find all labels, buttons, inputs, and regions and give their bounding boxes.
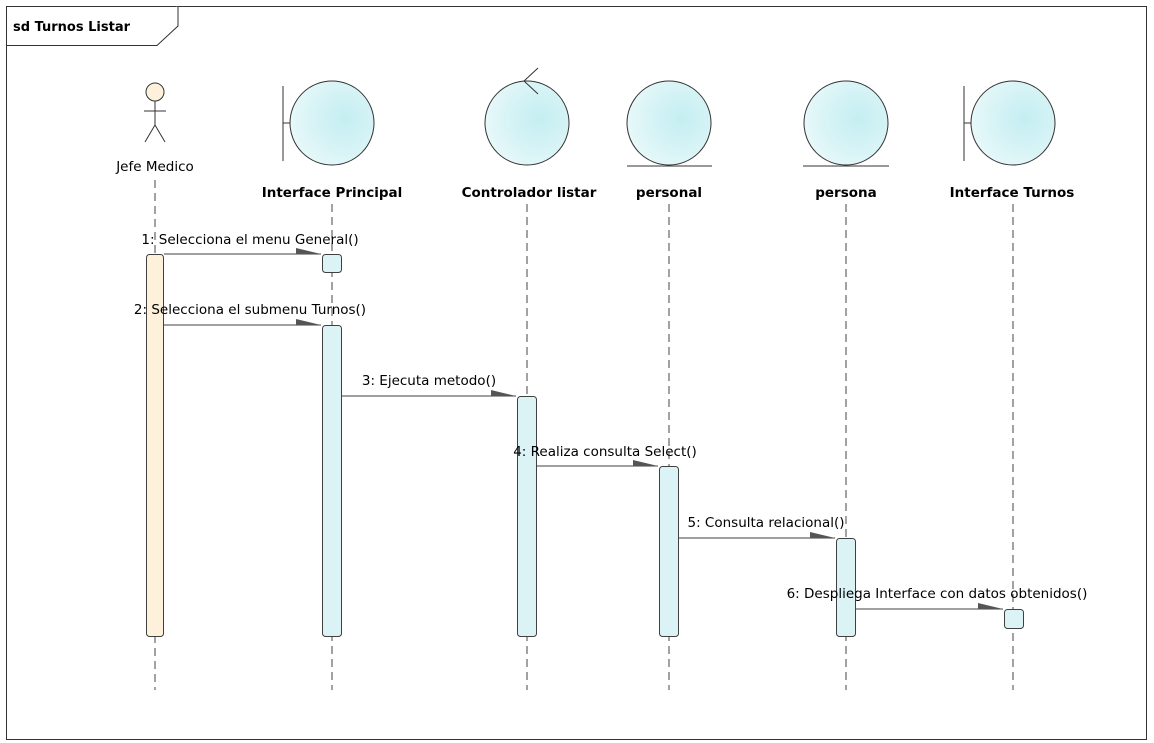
activation-iprincipal-1 [322,254,342,273]
message-6-label: 6: Despliega Interface con datos obtenid… [787,586,1088,602]
lifeline-controlador-label: Controlador listar [462,185,597,201]
message-3-label: 3: Ejecuta metodo() [362,373,496,389]
message-5: 5: Consulta relacional() [679,515,845,539]
message-3: 3: Ejecuta metodo() [342,373,516,397]
activations [146,254,1024,637]
boundary-icon [282,80,375,166]
lifeline-iturnos: Interface Turnos [950,80,1075,201]
activation-controlador [517,396,537,637]
lifeline-iprincipal-label: Interface Principal [262,185,403,201]
activation-iprincipal-2 [322,325,342,637]
activation-personal [659,466,679,637]
lifeline-jefe-label: Jefe Medico [115,159,194,175]
control-icon [484,67,570,166]
message-2-label: 2: Selecciona el submenu Turnos() [134,302,366,318]
lifeline-iturnos-label: Interface Turnos [950,185,1075,201]
activation-jefe [146,254,164,637]
activation-iturnos [1004,609,1024,629]
entity-icon [626,80,712,167]
message-5-label: 5: Consulta relacional() [688,515,845,531]
lifeline-personal: personal [626,80,712,201]
frame-title-tab [6,6,179,46]
actor-icon [144,82,166,143]
entity-icon [803,80,889,167]
lifeline-controlador: Controlador listar [462,67,597,201]
messages: 1: Selecciona el menu General() 2: Selec… [134,232,1088,610]
lifeline-iprincipal: Interface Principal [262,80,403,201]
lifeline-persona-label: persona [815,185,877,201]
lifeline-persona: persona [803,80,889,201]
message-1-label: 1: Selecciona el menu General() [141,232,358,248]
activation-persona [836,538,856,637]
lifeline-jefe: Jefe Medico [115,82,194,175]
message-1: 1: Selecciona el menu General() [141,232,359,255]
frame-title: sd Turnos Listar [13,20,131,35]
message-4-label: 4: Realiza consulta Select() [513,444,697,460]
message-4: 4: Realiza consulta Select() [513,444,697,467]
message-6: 6: Despliega Interface con datos obtenid… [787,586,1088,610]
frame: sd Turnos Listar [6,6,1147,740]
message-2: 2: Selecciona el submenu Turnos() [134,302,366,326]
boundary-icon [963,80,1056,166]
lifeline-lines [154,180,1014,690]
lifeline-personal-label: personal [636,185,702,201]
